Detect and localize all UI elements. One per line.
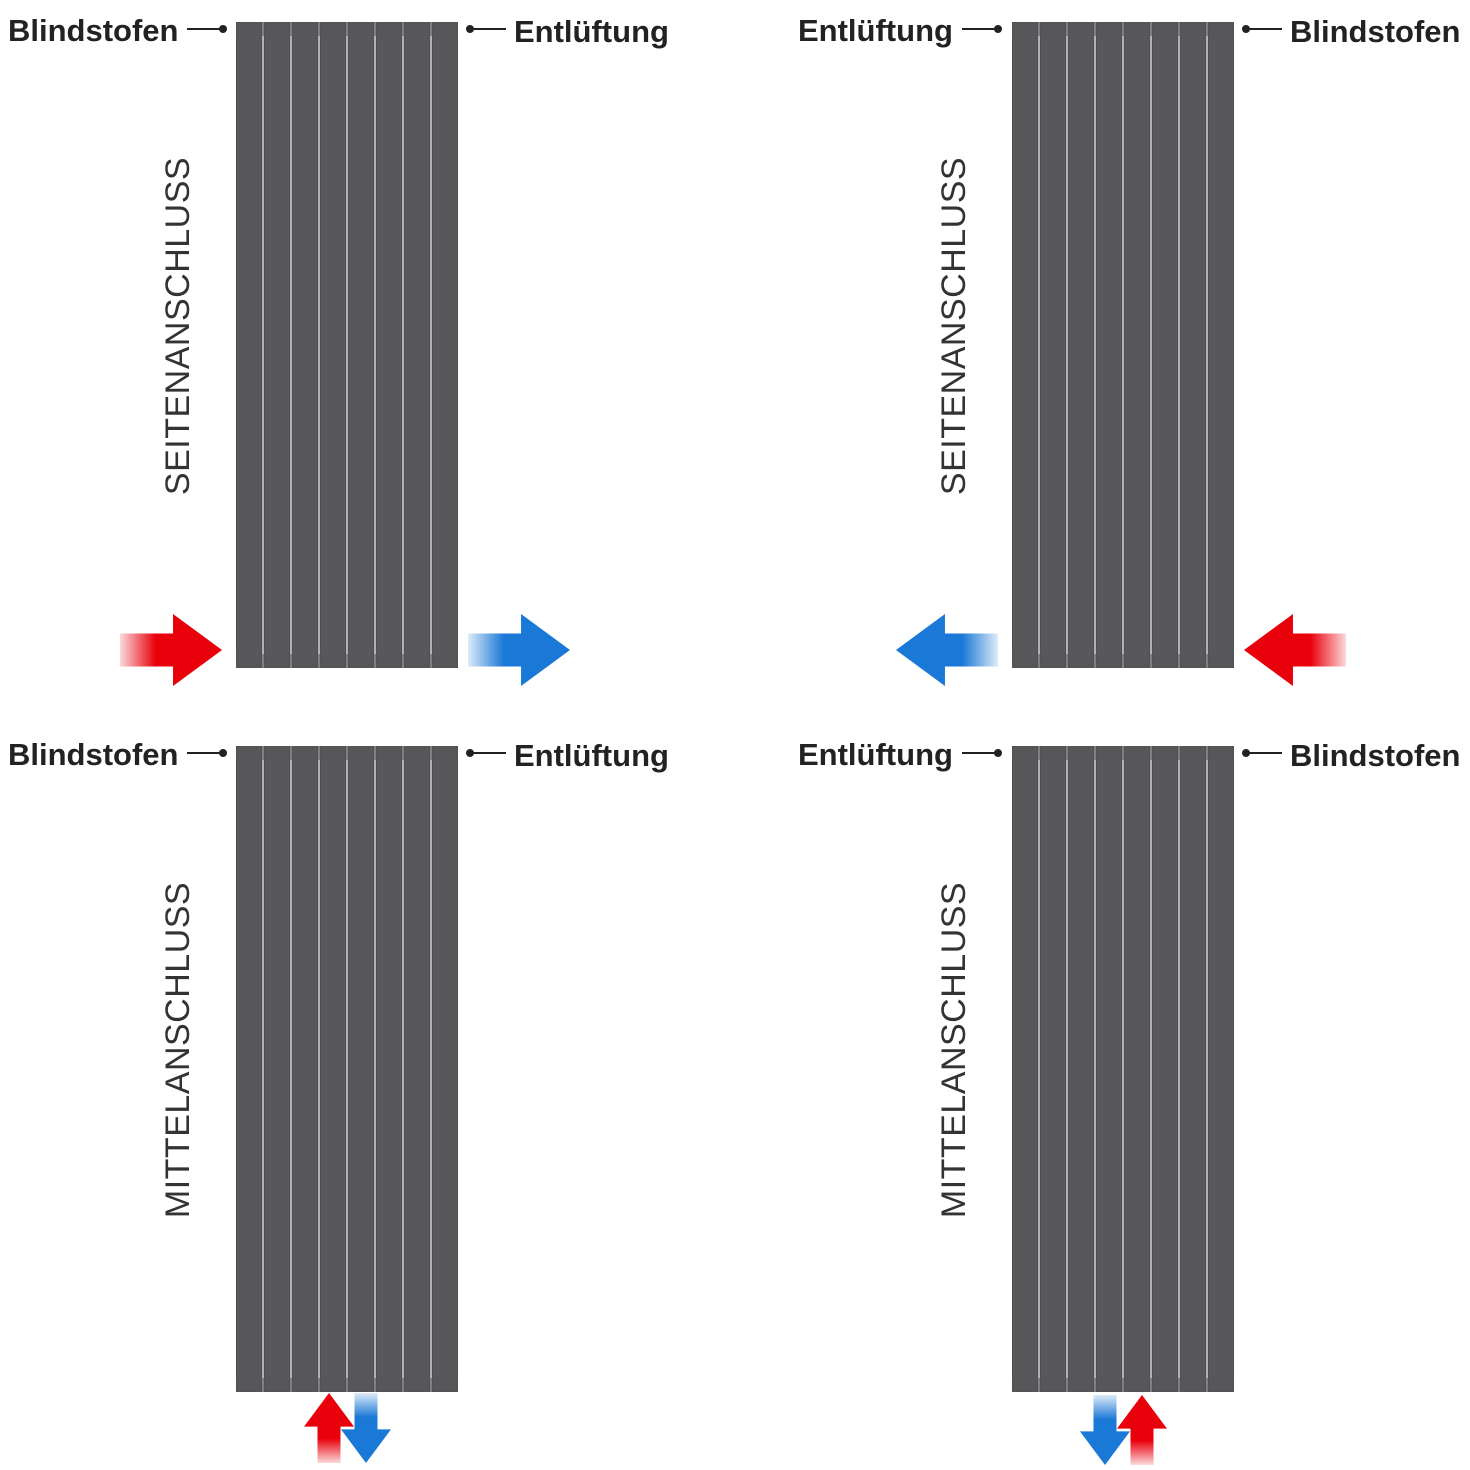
radiator-tube xyxy=(1095,746,1123,1392)
radiator-header-top xyxy=(1012,746,1234,760)
radiator-tube xyxy=(431,22,458,668)
radiator-header-top xyxy=(1012,22,1234,36)
radiator-tube xyxy=(1012,746,1039,1392)
leader-line-left xyxy=(962,749,1002,757)
arrow-down-icon xyxy=(1080,1395,1130,1465)
radiator-tube xyxy=(375,746,403,1392)
radiator-tube xyxy=(236,746,263,1392)
arrow-down-icon xyxy=(341,1393,391,1463)
radiator-tube xyxy=(1039,22,1067,668)
radiator xyxy=(1012,746,1234,1392)
radiator-tube xyxy=(431,746,458,1392)
radiator-tube xyxy=(1067,746,1095,1392)
right-label: Entlüftung xyxy=(514,738,669,773)
radiator-tube xyxy=(1012,22,1039,668)
radiator-tube xyxy=(1123,746,1151,1392)
left-label: Entlüftung xyxy=(798,13,953,48)
left-label: Blindstofen xyxy=(8,13,179,48)
arrow-shape xyxy=(304,1393,354,1463)
arrow-up-icon xyxy=(304,1393,354,1463)
radiator-header-bottom xyxy=(1012,1378,1234,1392)
left-label: Blindstofen xyxy=(8,737,179,772)
radiator-tube xyxy=(1179,22,1207,668)
right-label: Blindstofen xyxy=(1290,14,1461,49)
radiator-tube xyxy=(319,746,347,1392)
radiator xyxy=(236,746,458,1392)
radiator-header-bottom xyxy=(236,654,458,668)
left-label: Entlüftung xyxy=(798,737,953,772)
radiator-header-top xyxy=(236,746,458,760)
radiator-tube xyxy=(1095,22,1123,668)
connection-type-label: SEITENANSCHLUSS xyxy=(159,156,197,496)
radiator-tube xyxy=(291,22,319,668)
radiator-tube xyxy=(1039,746,1067,1392)
arrow-shape xyxy=(341,1393,391,1463)
radiator-tube xyxy=(263,746,291,1392)
radiator-tube xyxy=(263,22,291,668)
arrow-right-icon xyxy=(120,614,222,686)
radiator-tube xyxy=(403,22,431,668)
radiator-tube xyxy=(1207,746,1234,1392)
radiator-tube xyxy=(403,746,431,1392)
leader-line-right xyxy=(466,749,506,757)
connection-type-label: MITTELANSCHLUSS xyxy=(159,881,197,1219)
arrow-shape xyxy=(896,614,998,686)
arrow-left-icon xyxy=(1244,614,1346,686)
radiator xyxy=(236,22,458,668)
leader-line-left xyxy=(962,25,1002,33)
radiator-tube xyxy=(347,22,375,668)
leader-line-right xyxy=(466,25,506,33)
arrow-shape xyxy=(1244,614,1346,686)
arrow-shape xyxy=(468,614,570,686)
radiator-header-top xyxy=(236,22,458,36)
radiator-tube xyxy=(1151,22,1179,668)
arrow-right-icon xyxy=(468,614,570,686)
arrow-shape xyxy=(1117,1395,1167,1465)
right-label: Entlüftung xyxy=(514,14,669,49)
connection-type-label: SEITENANSCHLUSS xyxy=(935,156,973,496)
leader-line-right xyxy=(1242,25,1282,33)
radiator-tube xyxy=(347,746,375,1392)
leader-line-left xyxy=(187,749,227,757)
leader-line-right xyxy=(1242,749,1282,757)
right-label: Blindstofen xyxy=(1290,738,1461,773)
arrow-shape xyxy=(1080,1395,1130,1465)
arrow-up-icon xyxy=(1117,1395,1167,1465)
radiator xyxy=(1012,22,1234,668)
arrow-shape xyxy=(120,614,222,686)
radiator-tube xyxy=(236,22,263,668)
radiator-tube xyxy=(1151,746,1179,1392)
radiator-header-bottom xyxy=(236,1378,458,1392)
radiator-tube xyxy=(291,746,319,1392)
radiator-tube xyxy=(319,22,347,668)
arrow-left-icon xyxy=(896,614,998,686)
radiator-tube xyxy=(1179,746,1207,1392)
connection-type-label: MITTELANSCHLUSS xyxy=(935,881,973,1219)
radiator-tube xyxy=(1123,22,1151,668)
radiator-tube xyxy=(1207,22,1234,668)
radiator-tube xyxy=(1067,22,1095,668)
leader-line-left xyxy=(187,25,227,33)
radiator-tube xyxy=(375,22,403,668)
radiator-header-bottom xyxy=(1012,654,1234,668)
